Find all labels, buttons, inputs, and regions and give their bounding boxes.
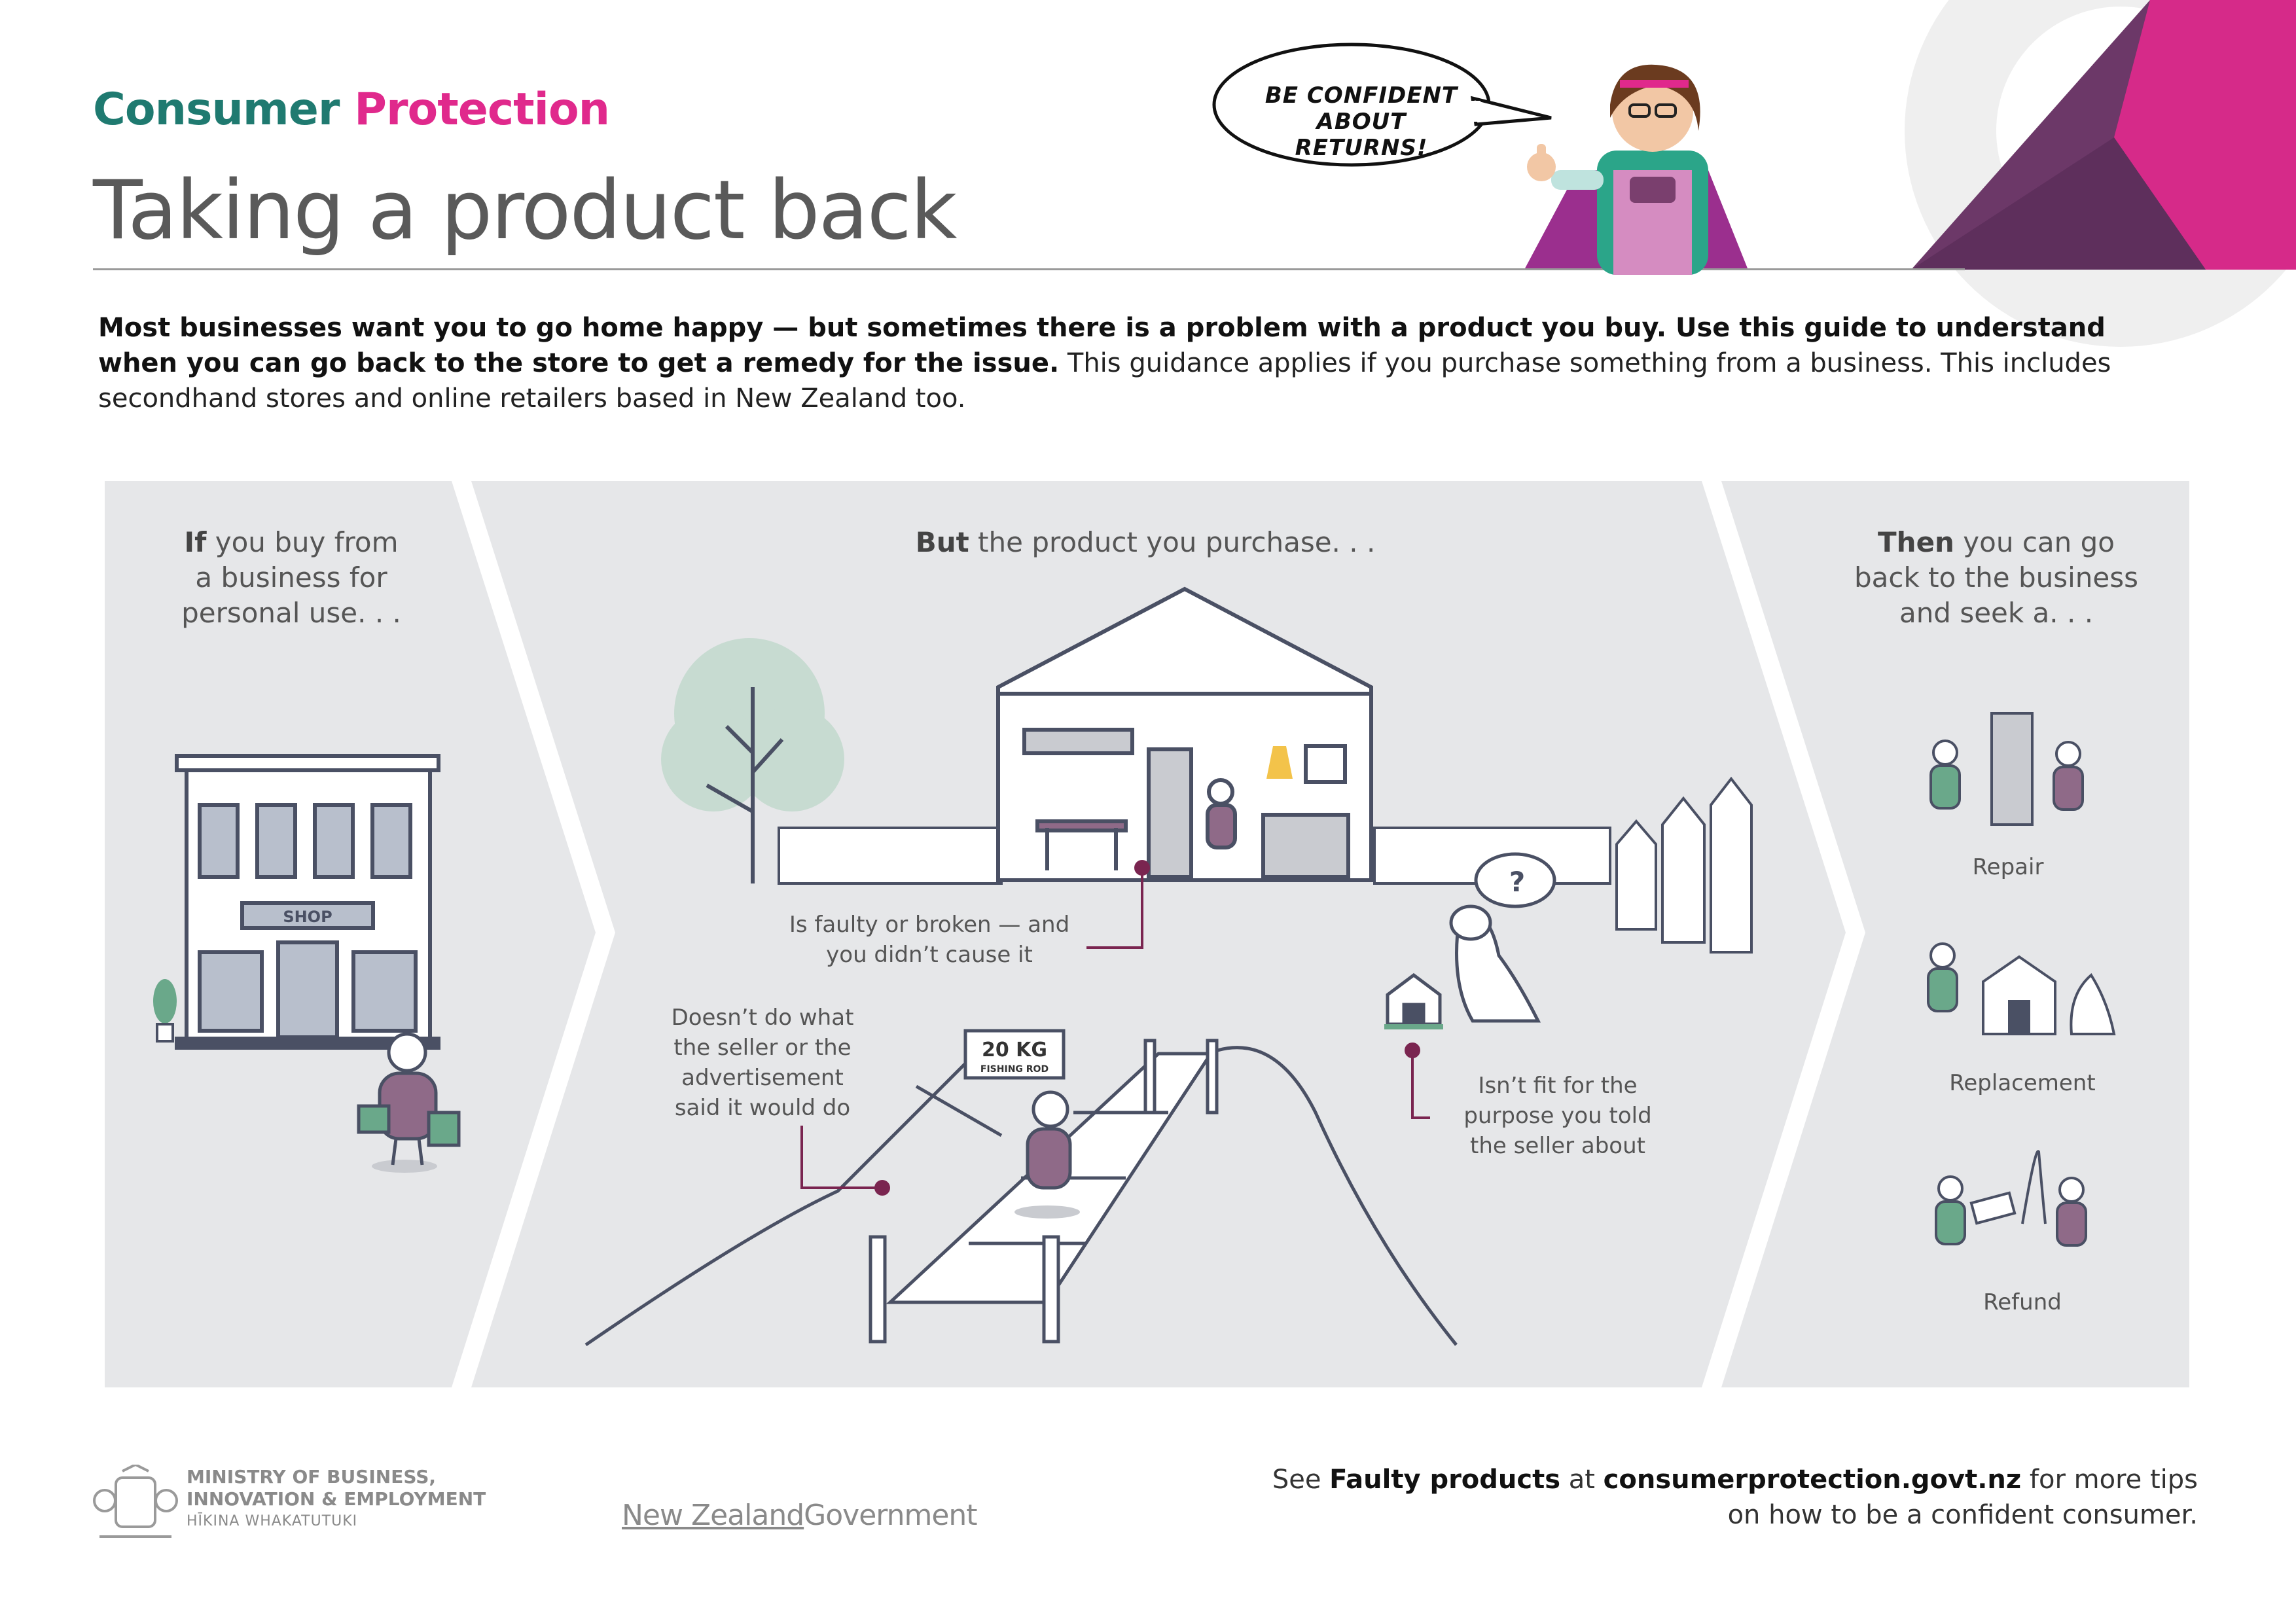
left-line-2: a business for xyxy=(195,562,387,594)
column-middle-heading: But the product you purchase. . . xyxy=(864,525,1427,560)
intro-paragraph: Most businesses want you to go home happ… xyxy=(98,310,2127,416)
right-line-2: back to the business xyxy=(1854,562,2138,594)
fridge-icon xyxy=(1147,747,1193,879)
cta-see: See xyxy=(1272,1465,1330,1495)
money-icon xyxy=(1969,1191,2017,1225)
shopper-person-icon xyxy=(357,1032,461,1173)
middle-rest: the product you purchase. . . xyxy=(969,526,1376,558)
fishing-rod-sign xyxy=(963,1029,1066,1080)
page-title: Taking a product back xyxy=(93,164,958,258)
fridge-icon xyxy=(1990,712,2034,826)
refund-icon xyxy=(1935,1150,2087,1247)
intro-normal: This guidance applies if you purchase so… xyxy=(98,348,2111,414)
middle-bold: But xyxy=(915,526,969,558)
cta-rest-1: for more tips xyxy=(2021,1465,2198,1495)
nz-government-logo: New ZealandGovernment xyxy=(622,1499,978,1532)
remedy-refund-label: Refund xyxy=(1983,1289,2062,1315)
repair-icon xyxy=(1929,712,2084,826)
faulty-products-link[interactable]: Faulty products xyxy=(1329,1465,1561,1495)
fishing-rod-icon xyxy=(915,1084,1003,1137)
problem-not-fit-label: Isn’t fit for the purpose you told the s… xyxy=(1440,1071,1676,1161)
fishing-person-icon xyxy=(915,1084,1080,1219)
ministry-logo-text: MINISTRY OF BUSINESS, INNOVATION & EMPLO… xyxy=(187,1466,486,1533)
column-right-heading: Then you can go back to the business and… xyxy=(1833,525,2160,631)
misdescribed-line-4: said it would do xyxy=(674,1095,851,1121)
ministry-line-1: MINISTRY OF BUSINESS, xyxy=(187,1466,437,1488)
gov-part-1: New Zealand xyxy=(622,1499,804,1532)
remedy-replacement-label: Replacement xyxy=(1949,1070,2096,1096)
speech-bubble-text: Be confident about returns! xyxy=(1250,82,1473,161)
intro-bold: Most businesses want you to go home happ… xyxy=(98,313,2106,378)
kennel-icon xyxy=(1384,972,1443,1029)
left-line-1: you buy from xyxy=(206,526,399,558)
shop-sign-text: SHOP xyxy=(283,908,332,926)
left-bold: If xyxy=(184,526,207,558)
not-fit-line-3: the seller about xyxy=(1470,1133,1645,1159)
problem-misdescribed-label: Doesn’t do what the seller or the advert… xyxy=(645,1003,880,1123)
brand-part-1: Consumer xyxy=(93,84,340,135)
website-link[interactable]: consumerprotection.govt.nz xyxy=(1603,1465,2022,1495)
not-fit-line-2: purpose you told xyxy=(1463,1103,1652,1129)
dog-icon xyxy=(1449,852,1556,1023)
faulty-line-2: you didn’t cause it xyxy=(826,942,1033,968)
misdescribed-line-1: Doesn’t do what xyxy=(671,1005,854,1031)
problem-faulty-label: Is faulty or broken — and you didn’t cau… xyxy=(772,910,1086,970)
house-icon xyxy=(996,586,1373,882)
panel-right xyxy=(1721,481,2189,1387)
cta-at: at xyxy=(1560,1465,1604,1495)
replacement-icon xyxy=(1927,942,2116,1035)
superhero-mascot xyxy=(1212,43,1748,275)
fishing-sign-small: FISHING ROD xyxy=(980,1064,1049,1075)
tree-icon xyxy=(661,638,844,883)
shop-icon xyxy=(175,754,440,1050)
brand-logo: Consumer Protection xyxy=(93,84,610,135)
misdescribed-line-3: advertisement xyxy=(681,1065,844,1091)
remedy-repair-label: Repair xyxy=(1972,854,2044,880)
footer-cta: See Faulty products at consumerprotectio… xyxy=(1151,1462,2198,1533)
magenta-triangle xyxy=(2114,0,2296,270)
misdescribed-line-2: the seller or the xyxy=(673,1035,852,1061)
not-fit-line-1: Isn’t fit for the xyxy=(1478,1073,1638,1099)
ministry-subtitle: HĪKINA WHAKATUTUKI xyxy=(187,1513,358,1529)
gov-part-2: Government xyxy=(804,1499,977,1532)
right-bold: Then xyxy=(1878,526,1954,558)
faulty-line-1: Is faulty or broken — and xyxy=(789,912,1070,938)
bubble-line-2: about returns! xyxy=(1295,109,1428,161)
brand-part-2: Protection xyxy=(354,84,610,135)
ministry-line-2: INNOVATION & EMPLOYMENT xyxy=(187,1488,486,1510)
right-line-3: and seek a. . . xyxy=(1899,597,2094,629)
plant-icon xyxy=(153,979,177,1043)
title-divider xyxy=(93,268,1965,270)
left-line-3: personal use. . . xyxy=(181,597,401,629)
right-line-1: you can go xyxy=(1954,526,2115,558)
svg-text:?: ? xyxy=(1509,866,1525,898)
coat-of-arms-icon xyxy=(93,1465,178,1538)
fishing-sign-big: 20 KG xyxy=(982,1039,1047,1061)
cta-rest-2: on how to be a confident consumer. xyxy=(1727,1500,2198,1530)
column-left-heading: If you buy from a business for personal … xyxy=(151,525,432,631)
bubble-line-1: Be confident xyxy=(1265,82,1458,109)
